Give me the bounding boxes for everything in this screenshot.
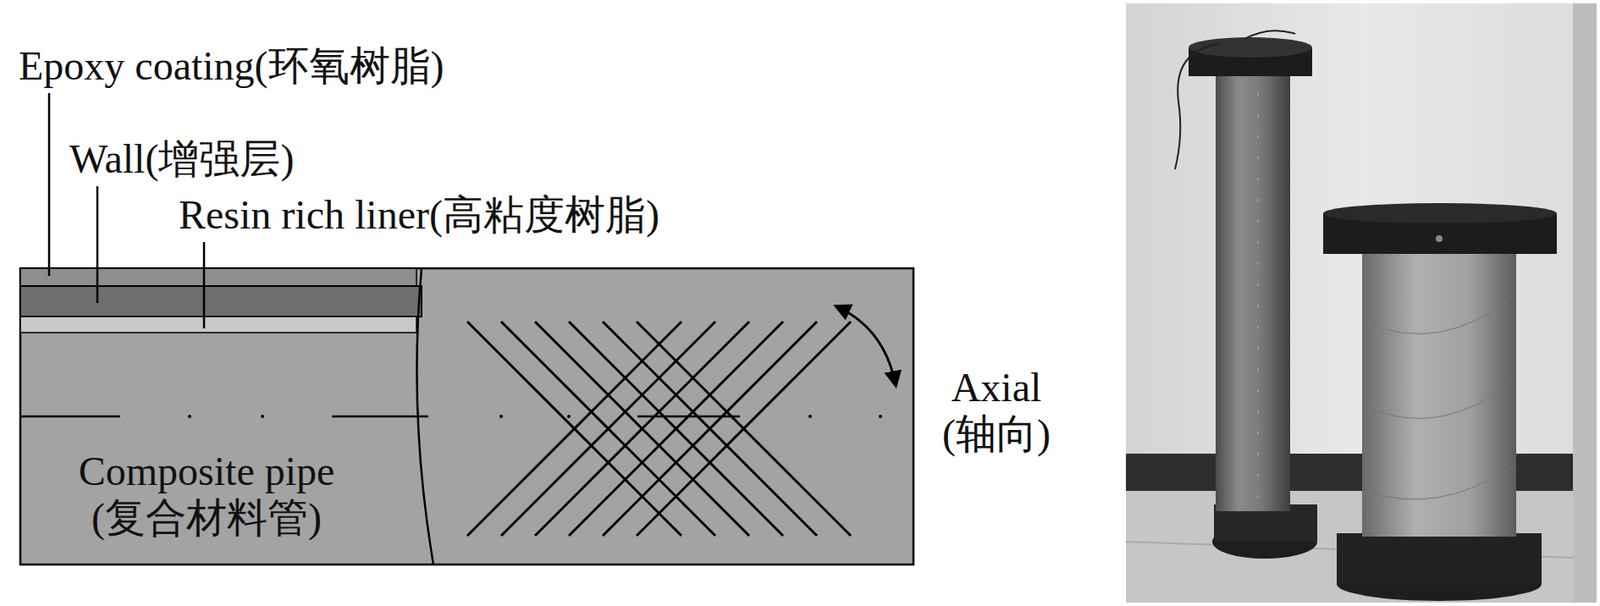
winding-lines (467, 321, 851, 536)
center-dots (187, 414, 883, 419)
liner-layer (20, 316, 417, 333)
angle-arrow (836, 306, 896, 386)
wall-layer (20, 286, 422, 317)
layer-label: Epoxy coating(环氧树脂) (18, 42, 445, 89)
leader-line (96, 186, 100, 304)
pipe-body (20, 268, 914, 565)
pipe-section: Composite pipe (复合材料管) (20, 268, 914, 565)
pipe-photo (1125, 3, 1597, 603)
layer-label: Resin rich liner(高粘度树脂) (178, 191, 660, 238)
axis-label: Axial (轴向) (915, 364, 1077, 458)
leader-line (203, 242, 206, 329)
epoxy-layer (20, 268, 417, 287)
leader-line (48, 93, 51, 276)
layer-label: Wall(增强层) (69, 135, 294, 183)
node-text: Composite pipe (复合材料管) (54, 447, 359, 541)
